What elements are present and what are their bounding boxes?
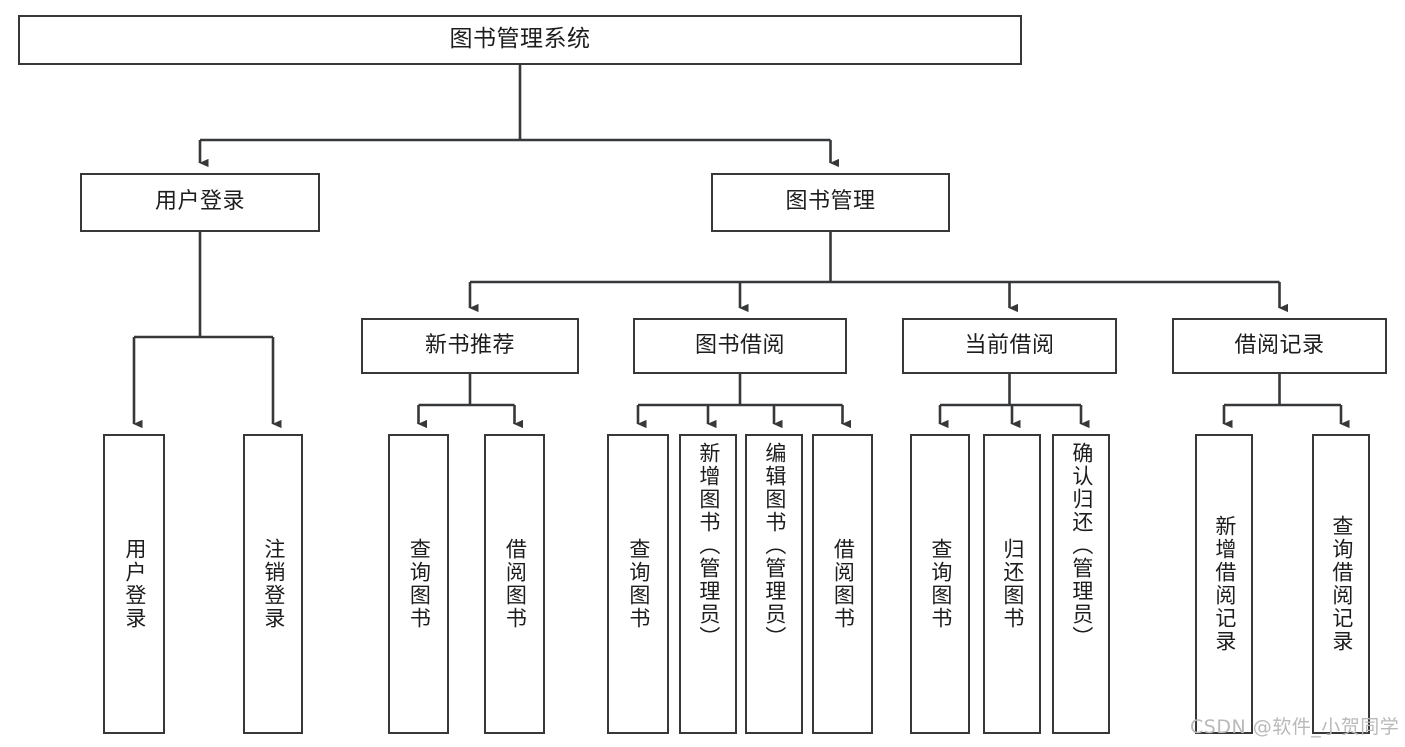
node-borrow-record[interactable]: 借阅记录 xyxy=(1172,318,1387,374)
node-leaf-user-logout-label: 注销登录 xyxy=(261,538,286,630)
csdn-watermark: CSDN @软件_小贺同学 xyxy=(1190,716,1400,738)
node-root-label: 图书管理系统 xyxy=(449,26,591,53)
node-leaf-add-book-admin[interactable]: 新增图书（管理员） xyxy=(679,434,737,734)
node-new-book-recommend[interactable]: 新书推荐 xyxy=(361,318,579,374)
node-leaf-return-book-label: 归还图书 xyxy=(1000,538,1025,630)
node-book-borrow-label: 图书借阅 xyxy=(694,332,785,358)
node-leaf-query-book-1[interactable]: 查询图书 xyxy=(388,434,449,734)
node-leaf-query-book-3-label: 查询图书 xyxy=(928,538,953,630)
node-leaf-user-logout[interactable]: 注销登录 xyxy=(243,434,303,734)
node-leaf-confirm-return-admin[interactable]: 确认归还（管理员） xyxy=(1052,434,1110,734)
node-new-book-recommend-label: 新书推荐 xyxy=(424,332,515,358)
node-leaf-query-borrow-record[interactable]: 查询借阅记录 xyxy=(1312,434,1370,734)
node-leaf-borrow-book-1-label: 借阅图书 xyxy=(503,538,528,630)
node-leaf-borrow-book-2[interactable]: 借阅图书 xyxy=(812,434,873,734)
node-user-login-label: 用户登录 xyxy=(154,189,245,215)
node-borrow-record-label: 借阅记录 xyxy=(1234,332,1325,358)
node-leaf-query-book-2-label: 查询图书 xyxy=(626,538,651,630)
node-leaf-user-login[interactable]: 用户登录 xyxy=(103,434,165,734)
node-leaf-query-book-2[interactable]: 查询图书 xyxy=(607,434,669,734)
node-current-borrow-label: 当前借阅 xyxy=(964,332,1055,358)
node-leaf-add-book-admin-label: 新增图书（管理员） xyxy=(696,442,721,649)
node-leaf-user-login-label: 用户登录 xyxy=(122,538,147,630)
node-book-manage[interactable]: 图书管理 xyxy=(711,173,950,232)
node-leaf-borrow-book-2-label: 借阅图书 xyxy=(831,538,856,630)
node-leaf-query-book-1-label: 查询图书 xyxy=(407,538,432,630)
node-leaf-query-borrow-record-label: 查询借阅记录 xyxy=(1329,515,1354,653)
node-leaf-confirm-return-admin-label: 确认归还（管理员） xyxy=(1069,442,1094,649)
node-user-login[interactable]: 用户登录 xyxy=(80,173,320,232)
node-book-manage-label: 图书管理 xyxy=(785,189,876,215)
node-current-borrow[interactable]: 当前借阅 xyxy=(902,318,1117,374)
node-leaf-return-book[interactable]: 归还图书 xyxy=(983,434,1041,734)
node-root[interactable]: 图书管理系统 xyxy=(18,15,1022,65)
node-leaf-edit-book-admin[interactable]: 编辑图书（管理员） xyxy=(745,434,803,734)
node-leaf-borrow-book-1[interactable]: 借阅图书 xyxy=(484,434,545,734)
node-leaf-add-borrow-record-label: 新增借阅记录 xyxy=(1212,515,1237,653)
node-leaf-add-borrow-record[interactable]: 新增借阅记录 xyxy=(1195,434,1253,734)
node-book-borrow[interactable]: 图书借阅 xyxy=(633,318,847,374)
node-leaf-edit-book-admin-label: 编辑图书（管理员） xyxy=(762,442,787,649)
node-leaf-query-book-3[interactable]: 查询图书 xyxy=(910,434,970,734)
